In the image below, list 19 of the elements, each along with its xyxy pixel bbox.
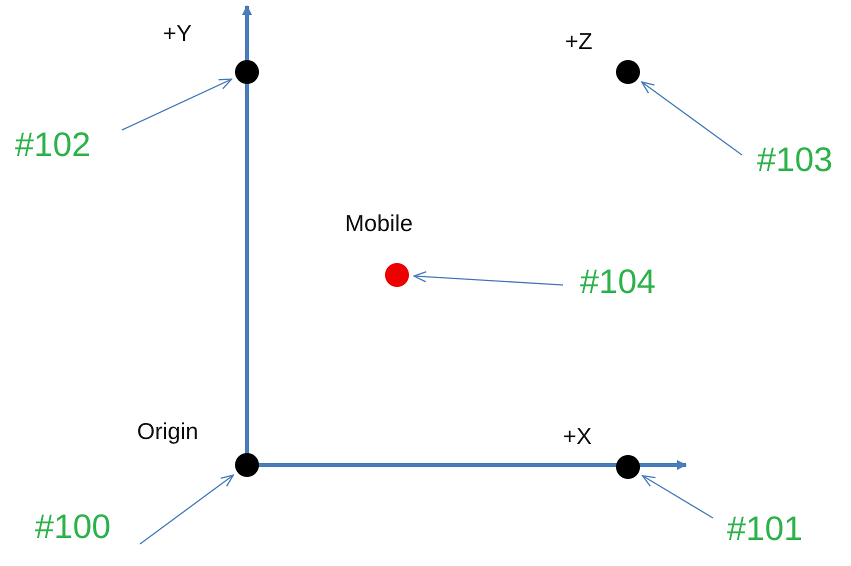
callout-number: #102 <box>15 128 91 162</box>
point-marker <box>235 60 259 84</box>
callout-number: #101 <box>727 512 803 546</box>
point-marker <box>385 263 409 287</box>
point-label: Origin <box>137 420 198 443</box>
point-label: +X <box>563 425 592 448</box>
leader-arrow <box>641 81 742 156</box>
point-label: +Y <box>163 22 192 45</box>
callout-number: #103 <box>757 143 833 177</box>
callout-number: #104 <box>580 265 656 299</box>
leader-arrow <box>642 475 714 519</box>
point-marker <box>616 60 640 84</box>
callout-number: #100 <box>35 510 111 544</box>
leader-arrow <box>413 271 564 286</box>
point-marker <box>616 455 640 479</box>
point-label: Mobile <box>345 212 413 235</box>
point-label: +Z <box>565 30 592 53</box>
leader-arrow <box>140 474 234 545</box>
point-marker <box>235 453 259 477</box>
